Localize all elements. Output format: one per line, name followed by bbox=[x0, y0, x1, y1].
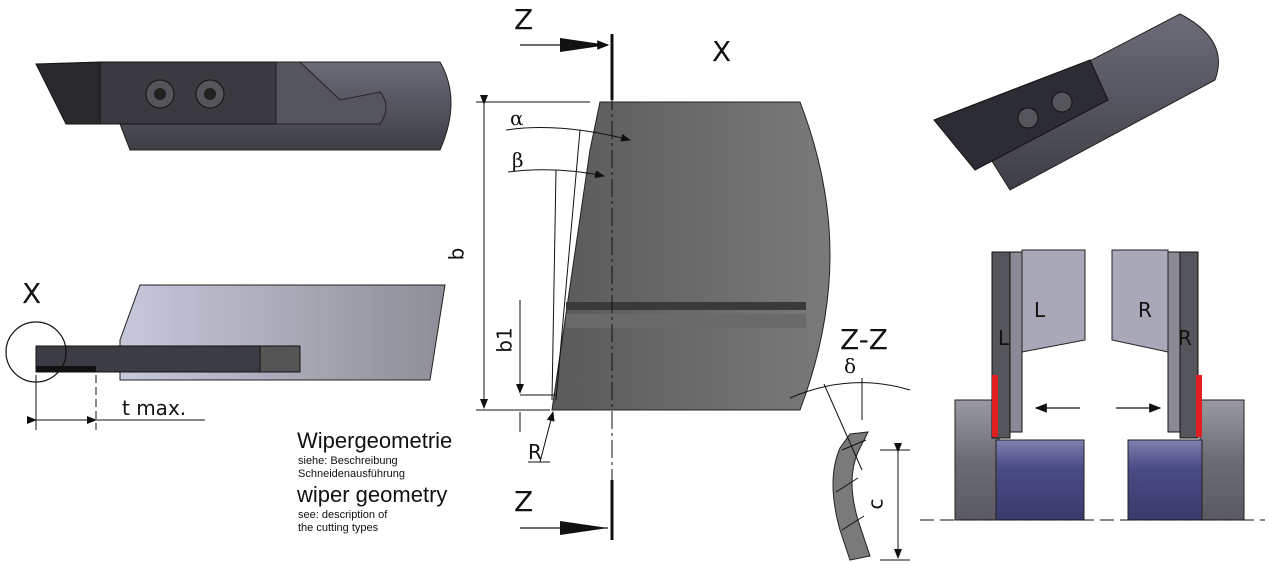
cutting-edge-left bbox=[992, 375, 998, 437]
screw-icon bbox=[1051, 91, 1073, 113]
tool-side-view bbox=[5, 284, 446, 430]
section-label-bottom: Z bbox=[514, 485, 534, 518]
note-de-line1: siehe: Beschreibung bbox=[298, 455, 398, 467]
note-de-line2: Schneidenausführung bbox=[298, 468, 406, 480]
view-label-x-main: X bbox=[712, 35, 732, 68]
dim-label-t-max: t max. bbox=[122, 396, 187, 420]
tool-iso-view bbox=[933, 13, 1219, 191]
dim-label-r: R bbox=[528, 440, 542, 464]
hand-label-left-outer: L bbox=[998, 326, 1010, 350]
dim-label-alpha: α bbox=[510, 106, 524, 130]
tool-top-view bbox=[35, 61, 452, 151]
hand-label-left-inner: L bbox=[1034, 298, 1046, 322]
lr-usage-view bbox=[920, 249, 1265, 521]
cutting-edge-right bbox=[1196, 375, 1202, 437]
note-en-line2: the cutting types bbox=[298, 522, 379, 534]
note-en-title: wiper geometry bbox=[297, 482, 448, 507]
hand-label-right-outer: R bbox=[1178, 326, 1192, 350]
screw-icon bbox=[1017, 107, 1039, 129]
section-label-zz: Z-Z bbox=[840, 323, 888, 356]
section-label-top: Z bbox=[514, 3, 534, 36]
dim-label-delta: δ bbox=[844, 354, 857, 378]
dim-label-c: c bbox=[863, 498, 888, 510]
note-de-title: Wipergeometrie bbox=[297, 428, 453, 453]
hand-label-right-inner: R bbox=[1138, 298, 1152, 322]
dim-label-b1: b1 bbox=[492, 327, 517, 353]
view-label-x-side: X bbox=[22, 277, 42, 310]
dim-label-b: b bbox=[444, 247, 469, 261]
main-detail-view bbox=[476, 34, 831, 540]
section-zz-view bbox=[789, 378, 911, 561]
dim-label-beta: β bbox=[512, 148, 524, 172]
note-en-line1: see: description of bbox=[298, 509, 388, 521]
